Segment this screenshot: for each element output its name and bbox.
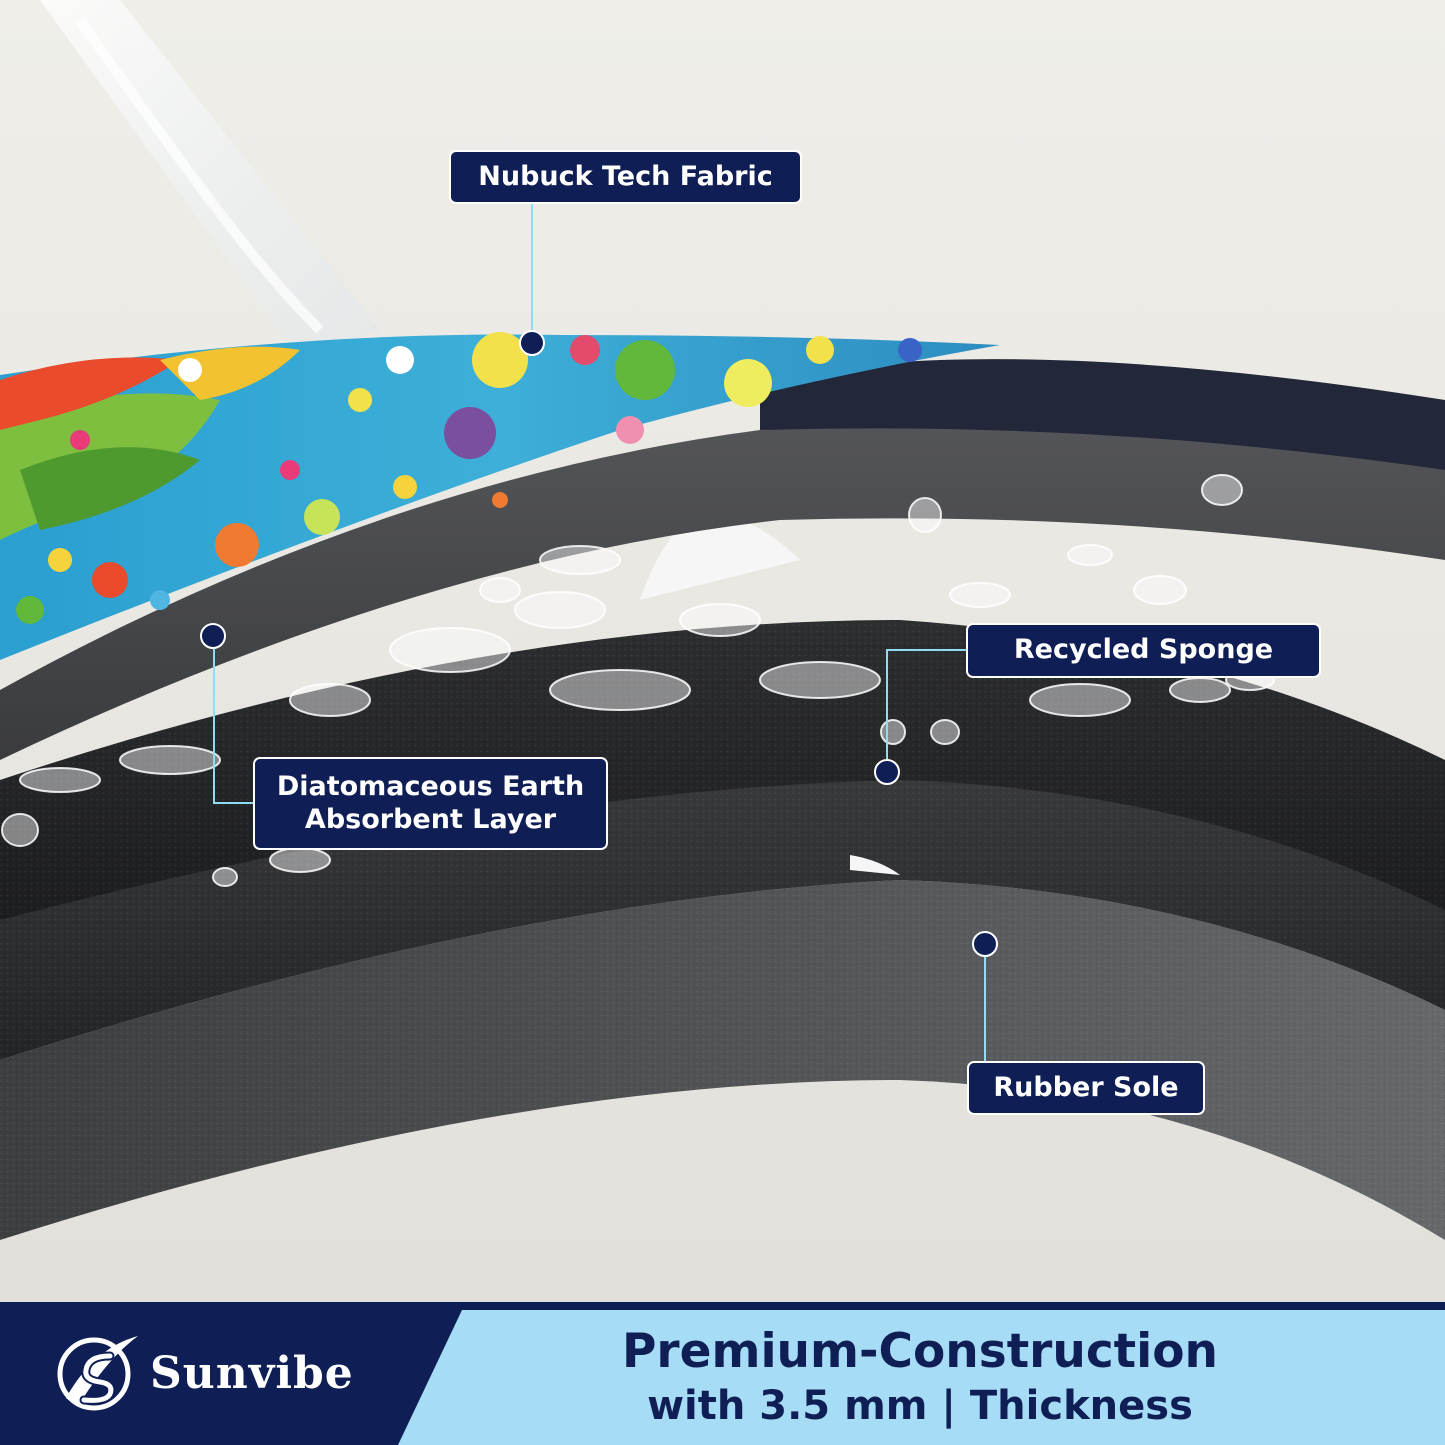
label-nubuck-tech-fabric: Nubuck Tech Fabric [449, 150, 802, 204]
fabric-leader-line [531, 204, 533, 342]
earth-leader-line-horizontal [213, 802, 255, 804]
earth-leader-line-vertical [213, 636, 215, 804]
label-earth-line1: Diatomaceous Earth [276, 770, 585, 802]
label-recycled-sponge: Recycled Sponge [966, 623, 1321, 678]
label-earth-line2: Absorbent Layer [304, 803, 557, 835]
headline: Premium-Construction [621, 1324, 1219, 1379]
label-nubuck-text: Nubuck Tech Fabric [478, 160, 773, 192]
fabric-dots [16, 332, 922, 624]
footer-light-panel [398, 1310, 1445, 1445]
label-diatomaceous-earth: Diatomaceous Earth Absorbent Layer [253, 757, 608, 850]
label-rubber-sole: Rubber Sole [967, 1061, 1205, 1115]
sponge-leader-line-horizontal [886, 649, 968, 651]
earth-marker-dot [200, 623, 226, 649]
water-droplets [1, 474, 1275, 887]
sole-marker-dot [972, 931, 998, 957]
sponge-marker-dot [874, 759, 900, 785]
sole-leader-line [984, 944, 986, 1062]
label-sponge-text: Recycled Sponge [1013, 634, 1274, 666]
subline: with 3.5 mm | Thickness [647, 1383, 1193, 1429]
footer-banner: Sunvibe Premium-Construction with 3.5 mm… [0, 1302, 1445, 1445]
brand-name: Sunvibe [150, 1348, 354, 1399]
sunvibe-logo-icon [57, 1336, 138, 1411]
label-sole-text: Rubber Sole [993, 1071, 1179, 1103]
fabric-marker-dot [519, 330, 545, 356]
sponge-leader-line-vertical [886, 649, 888, 771]
